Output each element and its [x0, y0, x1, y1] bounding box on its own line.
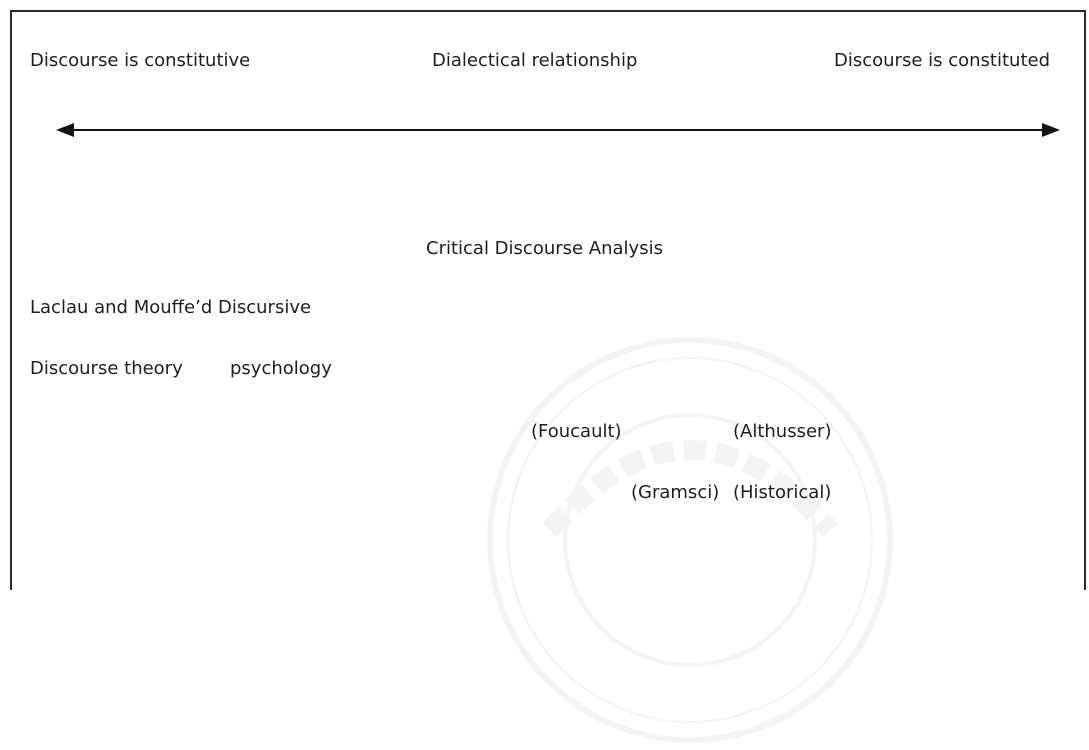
double-arrow — [56, 123, 1060, 137]
label-dialectical-relationship: Dialectical relationship — [432, 50, 638, 71]
label-gramsci: (Gramsci) — [631, 482, 720, 503]
label-foucault: (Foucault) — [531, 421, 622, 442]
label-althusser: (Althusser) — [733, 421, 832, 442]
arrow-head-right — [1042, 123, 1060, 137]
arrow-head-left — [56, 123, 74, 137]
label-critical-discourse-analysis: Critical Discourse Analysis — [426, 238, 663, 259]
diagram-frame — [10, 10, 1086, 590]
label-discourse-constituted: Discourse is constituted — [834, 50, 1051, 71]
label-discourse-constitutive: Discourse is constitutive — [30, 50, 251, 71]
label-discourse-theory: Discourse theory — [30, 358, 183, 379]
label-laclau-mouffe: Laclau and Mouffe’d Discursive — [30, 297, 312, 318]
label-psychology: psychology — [230, 358, 332, 379]
label-historical: (Historical) — [733, 482, 832, 503]
